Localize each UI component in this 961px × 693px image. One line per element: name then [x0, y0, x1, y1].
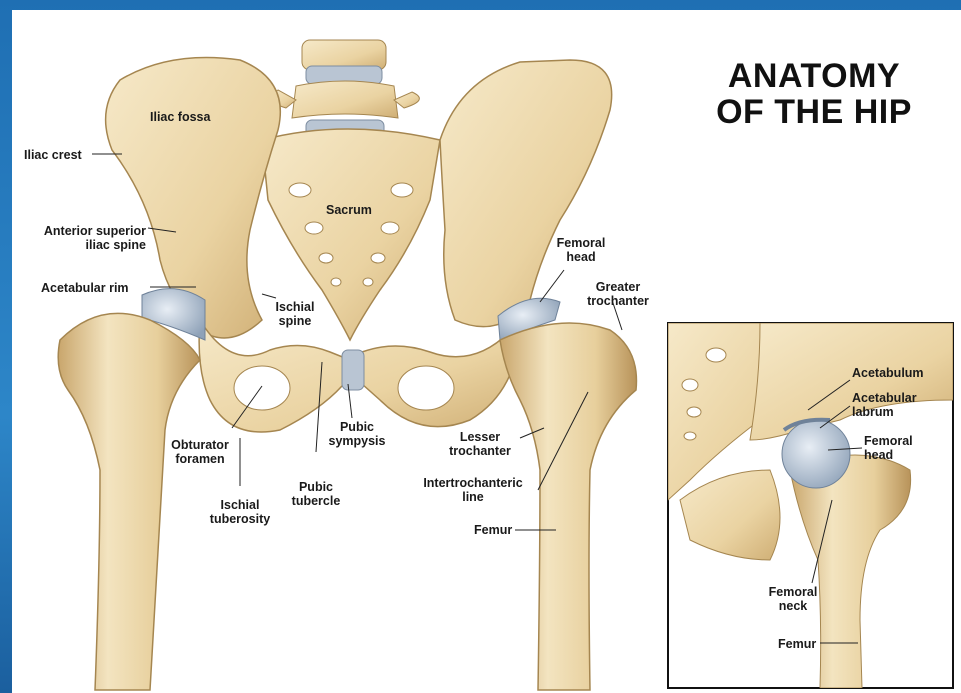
inset-label-labrum-line-2: labrum: [852, 405, 917, 419]
label-sacrum: Sacrum: [326, 203, 372, 217]
label-pubic-symphysis-line-2: sympysis: [322, 434, 392, 448]
label-greater-trochanter: Greater trochanter: [578, 280, 658, 308]
label-intertroch-line-1: Intertrochanteric: [408, 476, 538, 490]
label-pubic-tubercle-line-1: Pubic: [284, 480, 348, 494]
label-ischial-tub-line-2: tuberosity: [200, 512, 280, 526]
title-line-2: OF THE HIP: [694, 94, 934, 130]
label-obturator-line-2: foramen: [160, 452, 240, 466]
label-iliac-fossa: Iliac fossa: [150, 110, 210, 124]
label-pubic-symphysis-line-1: Pubic: [322, 420, 392, 434]
page-title: ANATOMY OF THE HIP: [694, 58, 934, 130]
label-obturator-line-1: Obturator: [160, 438, 240, 452]
label-obturator-foramen: Obturator foramen: [160, 438, 240, 466]
inset-label-femoral-head-line-2: head: [864, 448, 913, 462]
inset-label-femoral-head-line-1: Femoral: [864, 434, 913, 448]
label-femur: Femur: [474, 523, 512, 537]
label-asis-line-1: Anterior superior: [30, 224, 146, 238]
label-asis-line-2: iliac spine: [30, 238, 146, 252]
inset-label-acetabulum: Acetabulum: [852, 366, 924, 380]
obturator-foramen-left: [234, 366, 290, 410]
label-ischial-tuberosity: Ischial tuberosity: [200, 498, 280, 526]
pubic-symphysis-disc: [342, 350, 364, 390]
label-greater-troch-line-2: trochanter: [578, 294, 658, 308]
inset-label-labrum-line-1: Acetabular: [852, 391, 917, 405]
label-ischial-tub-line-1: Ischial: [200, 498, 280, 512]
obturator-foramen-right: [398, 366, 454, 410]
inset-femoral-head: [782, 420, 850, 488]
label-lesser-trochanter: Lesser trochanter: [440, 430, 520, 458]
inset-label-femoral-neck-line-1: Femoral: [764, 585, 822, 599]
label-lesser-troch-line-1: Lesser: [440, 430, 520, 444]
inset-label-femoral-head: Femoral head: [864, 434, 913, 462]
inset-label-acetabular-labrum: Acetabular labrum: [852, 391, 917, 419]
label-iliac-crest: Iliac crest: [24, 148, 82, 162]
label-femoral-head-line-1: Femoral: [548, 236, 614, 250]
label-lesser-troch-line-2: trochanter: [440, 444, 520, 458]
label-femoral-head: Femoral head: [548, 236, 614, 264]
label-ischial-spine: Ischial spine: [270, 300, 320, 328]
label-intertroch-line-2: line: [408, 490, 538, 504]
inset-label-femoral-neck: Femoral neck: [764, 585, 822, 613]
left-femur: [58, 313, 200, 690]
label-femoral-head-line-2: head: [548, 250, 614, 264]
label-acetabular-rim: Acetabular rim: [41, 281, 129, 295]
inset-label-femoral-neck-line-2: neck: [764, 599, 822, 613]
label-asis: Anterior superior iliac spine: [30, 224, 146, 252]
label-ischial-spine-line-1: Ischial: [270, 300, 320, 314]
inset-label-femur: Femur: [778, 637, 816, 651]
label-greater-troch-line-1: Greater: [578, 280, 658, 294]
label-pubic-tubercle-line-2: tubercle: [284, 494, 348, 508]
label-ischial-spine-line-2: spine: [270, 314, 320, 328]
lumbar-vertebrae: [271, 40, 420, 138]
label-pubic-tubercle: Pubic tubercle: [284, 480, 348, 508]
label-pubic-symphysis: Pubic sympysis: [322, 420, 392, 448]
label-intertrochanteric-line: Intertrochanteric line: [408, 476, 538, 504]
right-femur: [500, 323, 636, 690]
title-line-1: ANATOMY: [694, 58, 934, 94]
